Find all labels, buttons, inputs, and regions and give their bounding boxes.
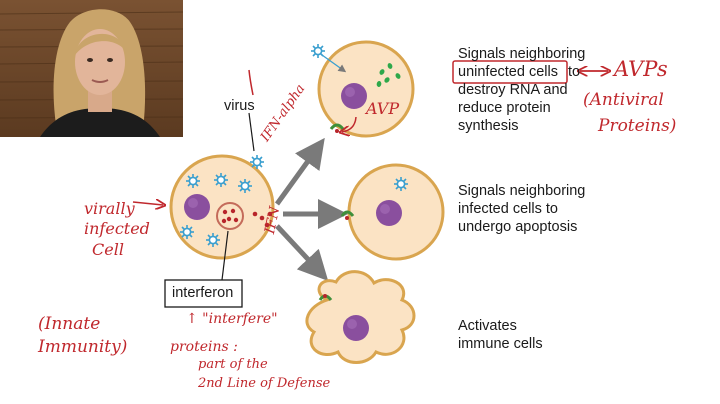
uninfected-text-line-2b: to: [568, 64, 581, 80]
arrow-to-infected-cell: [132, 202, 163, 205]
virus-icon: [237, 178, 253, 194]
infected-neighbor-cell: [340, 163, 445, 261]
virus-icon: [185, 173, 201, 189]
virus-icon: [213, 172, 229, 188]
infected-text-line-3: undergo apoptosis: [458, 219, 578, 235]
avp-annotation: AVP: [366, 99, 400, 118]
immune-cell: [305, 270, 416, 364]
webcam-video-overlay: [0, 0, 183, 137]
interfere-annotation: ↑ "interfere": [186, 311, 278, 327]
immunity-annotation: Immunity): [38, 337, 128, 357]
uninfected-highlight-box: [452, 60, 568, 84]
avps-annotation: AVPs: [614, 57, 668, 81]
infected-cell-nucleus: [184, 194, 210, 220]
uninfected-text-line-4: reduce protein: [458, 100, 551, 116]
virus-icon: [249, 154, 265, 170]
receptor-icon: [329, 123, 345, 133]
arrow-to-uninfected: [274, 137, 325, 206]
uninfected-text-line-1: Signals neighboring: [458, 46, 586, 62]
infected-cell: [169, 154, 275, 260]
infected-text-line-2: infected cells to: [458, 201, 558, 217]
part-of-the-annotation: part of the: [198, 357, 268, 372]
virus-label-leader: [248, 69, 254, 96]
virus-icon: [310, 43, 347, 73]
interferon-vesicle: [216, 202, 244, 230]
interferon-box: [164, 279, 243, 308]
activates-text-line-2: immune cells: [458, 336, 543, 352]
innate-annotation: (Innate: [38, 314, 101, 334]
virus-icon: [393, 176, 409, 192]
activates-text-line-1: Activates: [458, 318, 517, 334]
antiviral-annotation-2: Proteins): [598, 116, 677, 136]
infected-text-line-1: Signals neighboring: [458, 183, 586, 199]
virus-icon: [179, 224, 195, 240]
avp-arrow: [342, 116, 357, 132]
virus-icon: [205, 232, 221, 248]
uninfected-cell: [317, 40, 415, 138]
virus-label: virus: [224, 98, 255, 114]
proteins-annotation: proteins :: [170, 339, 238, 355]
interferon-pointer: [221, 230, 229, 281]
secreted-interferon: [252, 211, 273, 228]
receptor-icon: [340, 210, 355, 217]
uninfected-text-line-3: destroy RNA and: [458, 82, 568, 98]
arrow-to-immune: [275, 224, 329, 281]
antiviral-annotation-1: (Antiviral: [583, 90, 664, 110]
virus-pointer: [248, 112, 255, 152]
interferon-label: interferon: [172, 285, 234, 301]
virally-annotation: virally: [84, 199, 135, 218]
uninfected-text-line-2: uninfected cells: [458, 64, 558, 80]
uninfected-text-line-5: synthesis: [458, 118, 519, 134]
avp-dots: [376, 63, 401, 87]
second-line-annotation: 2nd Line of Defense: [198, 376, 331, 391]
presenter-image: [0, 0, 183, 137]
infected-annotation: infected: [84, 219, 150, 238]
cell-annotation: Cell: [92, 240, 124, 259]
